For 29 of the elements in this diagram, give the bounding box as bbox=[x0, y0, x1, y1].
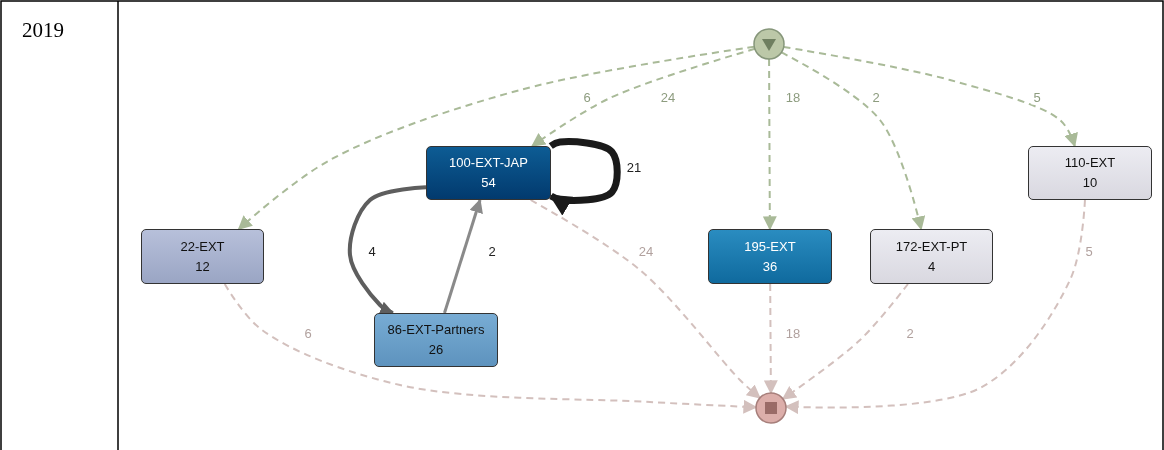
activity-box bbox=[708, 229, 832, 284]
activity-count: 26 bbox=[428, 341, 444, 359]
arrow bbox=[781, 283, 909, 400]
activity-count: 54 bbox=[481, 174, 496, 192]
arrow bbox=[548, 138, 621, 216]
arrow bbox=[529, 199, 761, 399]
arrow bbox=[762, 58, 777, 231]
activity-count: 36 bbox=[762, 257, 778, 276]
activity-name: 172-EXT-PT bbox=[895, 237, 968, 256]
arrow bbox=[780, 51, 926, 231]
activity-box bbox=[426, 146, 551, 200]
arrow bbox=[782, 45, 1078, 148]
activity-name: 22-EXT bbox=[180, 237, 225, 256]
activity-box bbox=[870, 229, 993, 284]
arrow bbox=[347, 185, 427, 315]
activity-box bbox=[141, 229, 264, 284]
year-label: 2019 bbox=[22, 18, 64, 43]
arrow bbox=[531, 47, 756, 147]
activity-name: 110-EXT bbox=[1064, 154, 1116, 172]
activity-box bbox=[374, 313, 498, 367]
activity-box bbox=[1028, 146, 1152, 200]
arrow bbox=[763, 283, 778, 395]
activity-count: 4 bbox=[927, 257, 936, 276]
activity-count: 10 bbox=[1082, 174, 1098, 192]
activity-name: 195-EXT bbox=[744, 237, 796, 256]
activity-name: 86-EXT-Partners bbox=[387, 321, 485, 339]
activity-name: 100-EXT-JAP bbox=[449, 154, 528, 172]
arrow bbox=[443, 198, 483, 314]
activity-count: 12 bbox=[195, 257, 210, 276]
